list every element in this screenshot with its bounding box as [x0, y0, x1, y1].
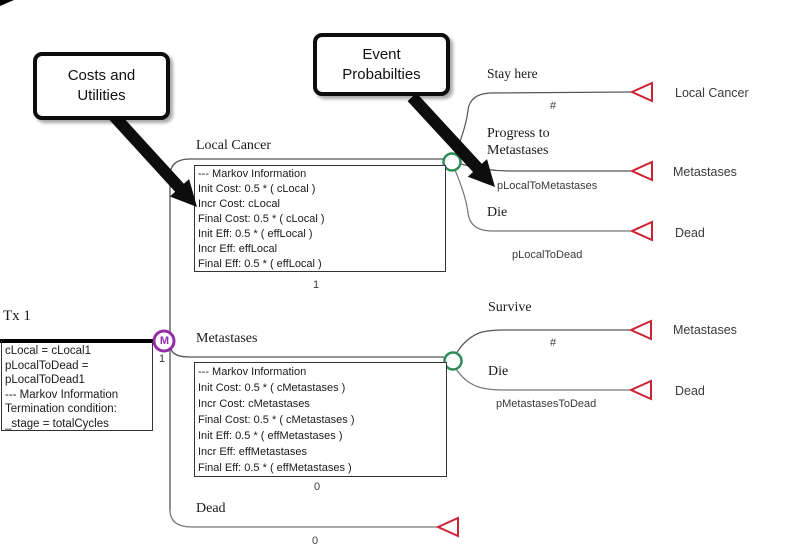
prob-label-stay-here[interactable]: #	[550, 100, 557, 112]
branch-label-die-meta[interactable]: Die	[488, 364, 509, 379]
callout-text: Costs and	[67, 67, 136, 84]
info-line: Incr Cost: cLocal	[198, 198, 280, 210]
definition-line: _stage = totalCycles	[5, 417, 109, 430]
markov-node-value: 1	[159, 353, 166, 365]
costs-utilities-callout[interactable]: Costs and Utilities	[33, 52, 170, 120]
branch-line-metastases	[170, 347, 444, 358]
info-line: Incr Eff: effLocal	[198, 243, 278, 255]
branch-line-survive	[455, 329, 630, 355]
info-line: --- Markov Information	[198, 366, 307, 378]
callout-text: Event	[362, 45, 401, 63]
terminal-label-metastases[interactable]: Metastases	[673, 165, 737, 179]
branch-line-dead	[169, 509, 437, 528]
info-line: Final Cost: 0.5 * ( cLocal )	[198, 213, 325, 225]
info-line: --- Markov Information	[198, 168, 307, 180]
terminal-node-metastases-2[interactable]	[628, 319, 652, 341]
terminal-node-local-cancer[interactable]	[629, 81, 653, 103]
path-value-metastases: 0	[314, 481, 321, 493]
terminal-label-dead-2[interactable]: Dead	[675, 384, 705, 398]
path-value-dead: 0	[312, 535, 319, 547]
terminal-label-local-cancer[interactable]: Local Cancer	[675, 86, 749, 100]
info-line: Init Eff: 0.5 * ( effMetastases )	[198, 430, 343, 442]
info-line: Final Eff: 0.5 * ( effMetastases )	[198, 462, 352, 474]
definition-line: Termination condition:	[5, 403, 117, 415]
branch-label-local-cancer[interactable]: Local Cancer	[196, 138, 272, 153]
terminal-node-dead-2[interactable]	[628, 379, 652, 401]
branch-label-die-local[interactable]: Die	[487, 205, 508, 220]
definition-line: pLocalToDead =	[5, 359, 89, 372]
definition-line: --- Markov Information	[5, 388, 119, 401]
branch-label-survive[interactable]: Survive	[488, 300, 532, 315]
root-definitions-box[interactable]: cLocal = cLocal1 pLocalToDead = pLocalTo…	[1, 339, 153, 431]
info-line: Init Eff: 0.5 * ( effLocal )	[198, 228, 313, 240]
branch-label-progress[interactable]: Progress to Metastases	[487, 126, 550, 158]
terminal-label-dead[interactable]: Dead	[675, 226, 705, 240]
definition-line: cLocal = cLocal1	[5, 345, 91, 357]
branch-label-dead[interactable]: Dead	[196, 501, 226, 516]
branch-line-progress	[460, 163, 631, 172]
terminal-node-dead[interactable]	[629, 220, 653, 242]
path-value-local: 1	[313, 279, 320, 291]
info-line: Init Cost: 0.5 * ( cMetastases )	[198, 382, 346, 394]
chance-node-local-cancer[interactable]	[442, 152, 462, 172]
definition-line: pLocalToDead1	[5, 374, 85, 386]
prob-label-die-meta[interactable]: pMetastasesToDead	[496, 398, 597, 410]
markov-node-letter: M	[159, 335, 170, 347]
branch-label-metastases[interactable]: Metastases	[196, 331, 258, 346]
prob-label-survive[interactable]: #	[550, 337, 557, 349]
info-line: Incr Eff: effMetastases	[198, 446, 308, 458]
terminal-node-dead-3[interactable]	[435, 516, 459, 538]
info-line: Init Cost: 0.5 * ( cLocal )	[198, 183, 316, 195]
local-cancer-info-box[interactable]: --- Markov Information Init Cost: 0.5 * …	[194, 165, 446, 272]
callout-text: Utilities	[77, 87, 126, 104]
prob-label-progress[interactable]: pLocalToMetastases	[497, 180, 598, 192]
info-line: Incr Cost: cMetastases	[198, 398, 310, 410]
branch-line-die-meta	[455, 368, 630, 391]
root-branch-label[interactable]: Tx 1	[3, 308, 31, 324]
event-probabilities-callout[interactable]: Event Probabilties	[313, 33, 450, 96]
metastases-info-box[interactable]: --- Markov Information Init Cost: 0.5 * …	[194, 362, 447, 477]
prob-label-die-local[interactable]: pLocalToDead	[512, 249, 583, 261]
markov-node[interactable]	[152, 329, 176, 353]
branch-label-stay-here[interactable]: Stay here	[487, 66, 538, 81]
info-line: Final Cost: 0.5 * ( cMetastases )	[198, 414, 355, 426]
callout-text: Probabilties	[342, 65, 421, 83]
terminal-label-metastases-2[interactable]: Metastases	[673, 323, 737, 337]
terminal-node-metastases[interactable]	[629, 160, 653, 182]
chance-node-metastases[interactable]	[443, 351, 463, 371]
info-line: Final Eff: 0.5 * ( effLocal )	[198, 258, 322, 270]
